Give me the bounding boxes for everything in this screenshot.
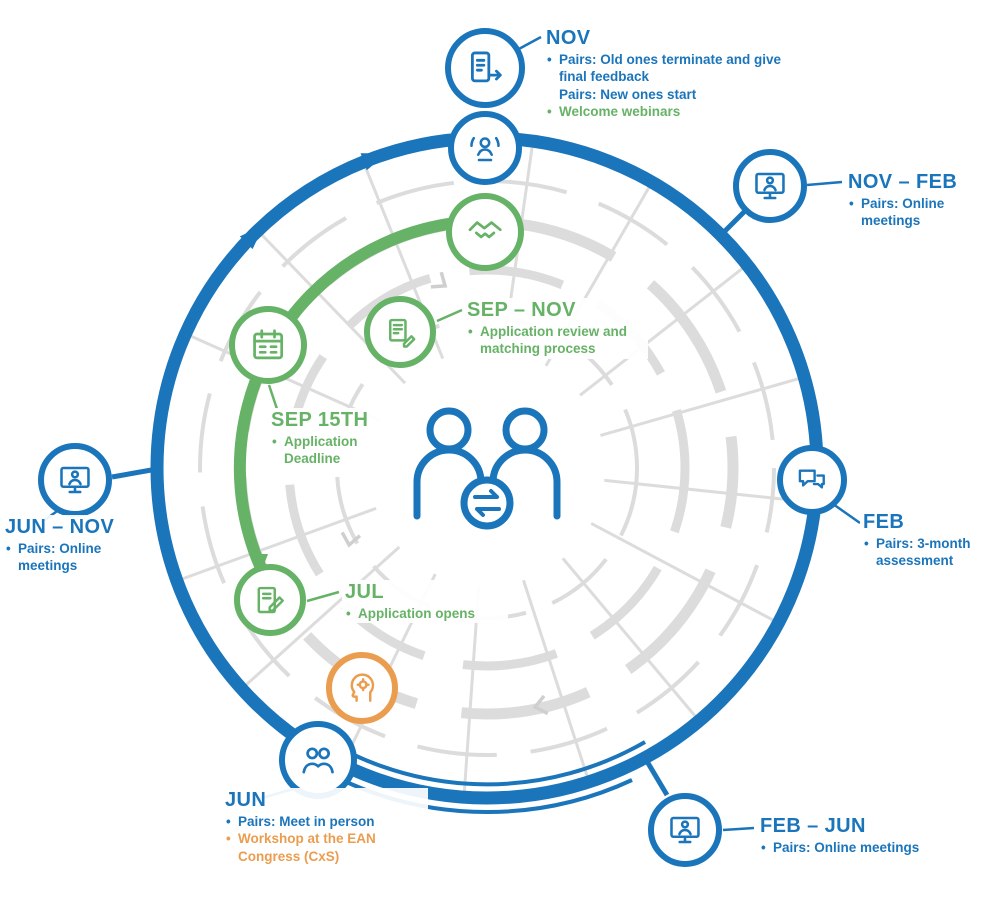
node-welcome-webinar	[448, 111, 522, 185]
webinar-icon	[470, 136, 500, 162]
milestone-heading: NOV – FEB	[848, 171, 958, 193]
milestone-heading: SEP 15TH	[271, 409, 369, 431]
milestone-label-sep-15: SEP 15TH Application Deadline	[268, 408, 382, 469]
milestone-label-jun: JUN Pairs: Meet in person Workshop at th…	[222, 788, 428, 866]
milestone-bullet: Pairs: 3-month assessment	[863, 535, 991, 570]
milestone-label-nov-feb: NOV – FEB Pairs: Online meetings	[845, 170, 973, 231]
milestone-bullet: Workshop at the EAN Congress (CxS)	[225, 830, 380, 865]
node-application-opens	[234, 564, 306, 636]
milestone-heading: JUL	[345, 581, 384, 603]
milestone-heading: FEB – JUN	[760, 815, 866, 837]
milestone-heading: SEP – NOV	[467, 299, 576, 321]
computer-meeting-icon	[60, 466, 90, 494]
milestone-label-jul: JUL Application opens	[342, 580, 508, 624]
milestone-heading: JUN	[225, 789, 267, 811]
milestone-bullet: Pairs: Old ones terminate and give final…	[546, 51, 786, 86]
milestone-label-jun-nov: JUN – NOV Pairs: Online meetings	[2, 515, 130, 576]
milestone-bullet: Application review and matching process	[467, 323, 645, 358]
node-assessment	[777, 445, 847, 515]
calendar-icon	[253, 329, 283, 360]
computer-meeting-icon	[755, 172, 785, 200]
milestone-bullet: Pairs: Online meetings	[848, 195, 970, 230]
milestone-bullet: Pairs: Online meetings	[5, 540, 127, 575]
node-jun-nov-online	[38, 443, 112, 517]
form-pencil-icon	[257, 586, 284, 613]
exit-feedback-icon	[471, 51, 503, 83]
milestone-bullet: Application Deadline	[271, 433, 379, 468]
document-review-icon	[388, 318, 415, 348]
node-matching	[446, 193, 524, 271]
milestone-heading: FEB	[863, 511, 905, 533]
node-workshop	[326, 652, 398, 724]
computer-meeting-icon	[670, 816, 700, 844]
milestone-heading: NOV	[546, 27, 591, 49]
mentor-mentee-exchange-icon	[387, 398, 587, 533]
head-gear-icon	[350, 672, 374, 702]
speech-bubbles-icon	[798, 469, 826, 489]
ring-arrow-icons	[239, 153, 388, 250]
node-application-deadline	[229, 306, 307, 384]
milestone-label-feb: FEB Pairs: 3-month assessment	[860, 510, 994, 571]
node-feb-jun-online	[648, 793, 722, 867]
flow-chevron-icons	[340, 271, 549, 716]
node-nov-feb-online	[733, 149, 807, 223]
milestone-bullet: Pairs: New ones start	[559, 86, 697, 102]
node-application-review	[364, 296, 436, 368]
two-people-icon	[302, 747, 334, 774]
milestone-label-sep-nov: SEP – NOV Application review and matchin…	[464, 298, 648, 359]
milestone-bullet: Pairs: Meet in person	[225, 813, 425, 831]
milestone-bullet: Application opens	[345, 605, 505, 623]
node-nov-termination	[445, 28, 525, 108]
milestone-heading: JUN – NOV	[5, 516, 115, 538]
milestone-bullet: Pairs: Online meetings	[760, 839, 970, 857]
handshake-icon	[468, 221, 502, 239]
milestone-bullet: Welcome webinars	[546, 103, 786, 121]
milestone-label-feb-jun: FEB – JUN Pairs: Online meetings	[757, 814, 973, 858]
milestone-label-nov: NOV Pairs: Old ones terminate and give f…	[543, 26, 789, 122]
